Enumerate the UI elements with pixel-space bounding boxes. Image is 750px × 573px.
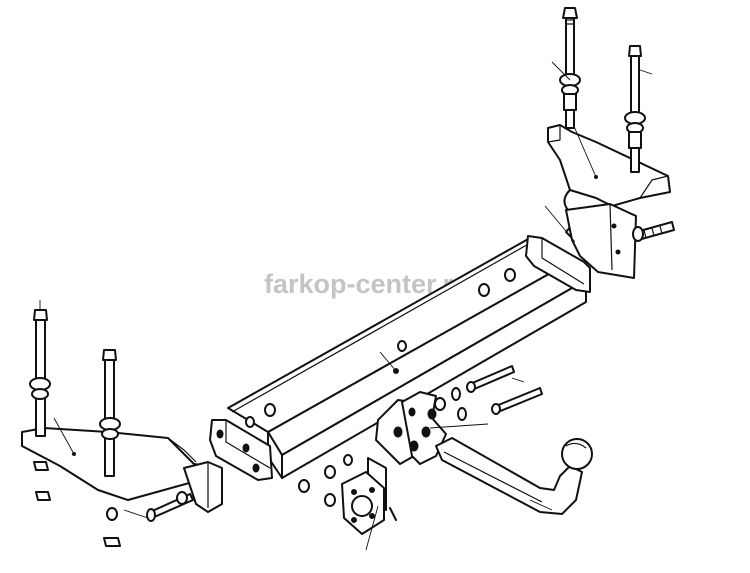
electric-socket-plate <box>341 457 397 551</box>
right-mounting-bracket <box>544 107 675 279</box>
left-long-bolt-rear <box>29 300 51 437</box>
left-small-parts <box>33 461 121 547</box>
crossbar-right-flange <box>525 235 591 293</box>
socket-plate-nuts <box>298 454 353 507</box>
right-long-bolt-front <box>624 45 653 173</box>
tow-hitch-arm <box>435 437 593 515</box>
left-side-bolt <box>123 491 194 522</box>
crossbar-nuts <box>245 268 516 428</box>
crossbar-left-flange <box>209 419 273 481</box>
left-long-bolt-front <box>99 349 121 477</box>
right-side-bolt <box>632 221 675 242</box>
hitch-bolts <box>434 365 543 421</box>
center-hitch-bracket <box>375 391 489 465</box>
right-long-bolt-rear <box>551 7 581 129</box>
